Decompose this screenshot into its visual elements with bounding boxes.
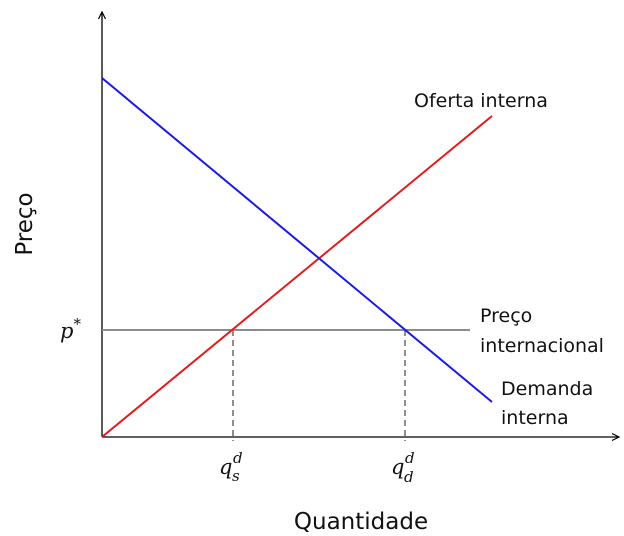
price-marker: p* xyxy=(60,315,81,343)
price-marker-sup: * xyxy=(73,315,81,333)
supply-curve-label: Oferta interna xyxy=(414,90,548,112)
world-price-label-line1: Preço xyxy=(480,305,532,327)
qd-marker-sub: d xyxy=(404,468,414,486)
x-axis-title: Quantidade xyxy=(294,509,428,535)
supply-curve xyxy=(101,115,493,438)
world-price-label-line2: internacional xyxy=(480,335,604,357)
demand-curve xyxy=(101,77,493,403)
qs-marker-base: q xyxy=(219,455,232,479)
qs-marker-sup: d xyxy=(233,449,243,467)
price-marker-base: p xyxy=(60,319,73,343)
qd-marker-sup: d xyxy=(405,449,415,467)
demand-curve-label-line2: interna xyxy=(501,407,569,429)
demand-curve-label-line1: Demanda xyxy=(501,378,593,400)
y-axis-title: Preço xyxy=(12,192,38,255)
qd-marker-base: q xyxy=(391,455,404,479)
qs-marker-sub: s xyxy=(232,467,240,485)
